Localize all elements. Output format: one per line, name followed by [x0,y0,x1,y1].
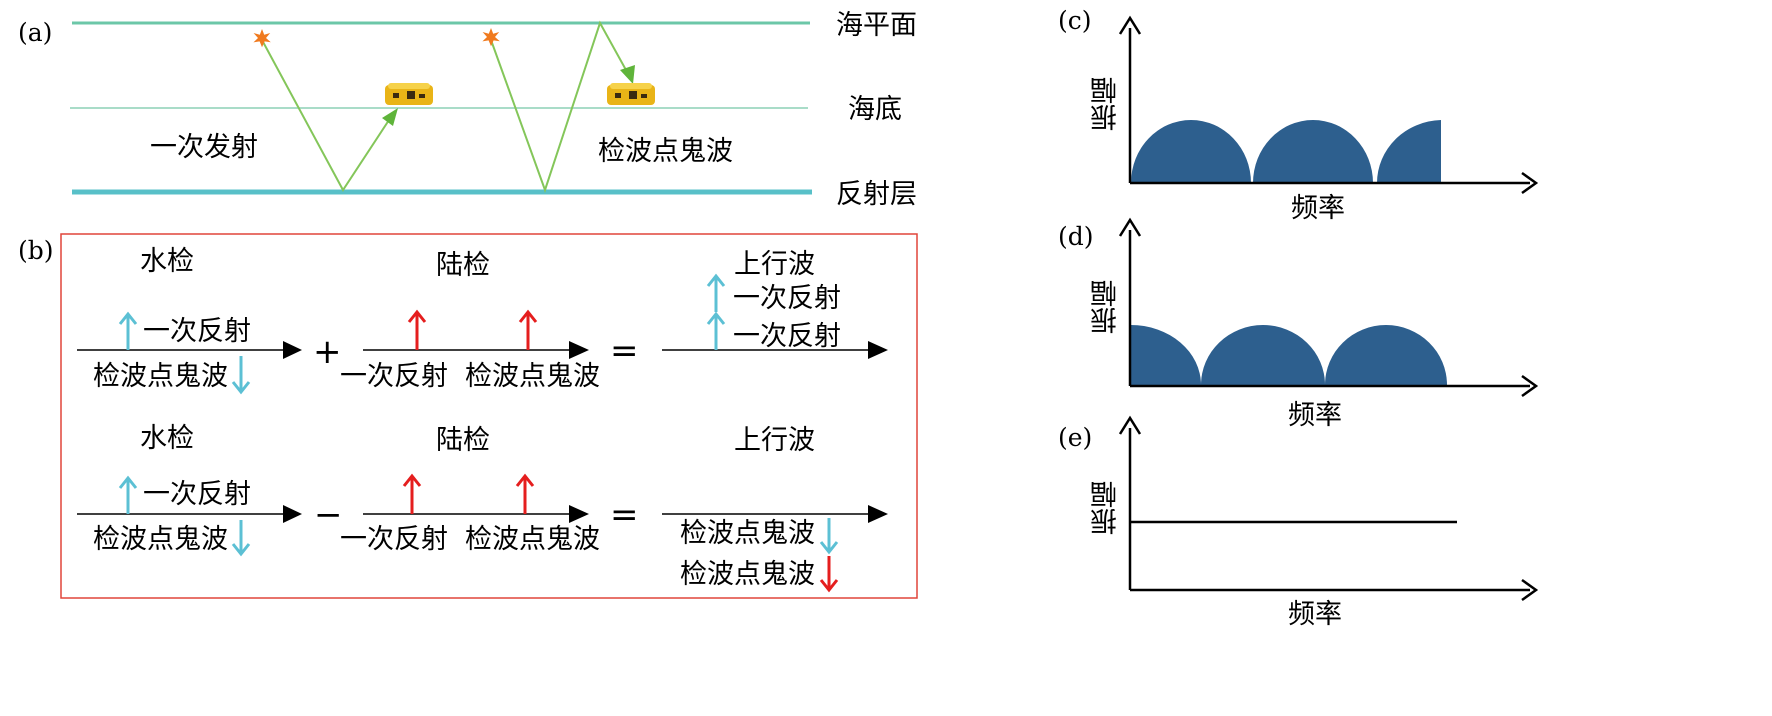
hydrophone-ghost-label-2: 检波点鬼波 [93,524,228,555]
axis-arrowhead [868,505,888,523]
spectrum-e-y-arrowhead [1118,415,1142,435]
geophone-primary-label-1: 一次反射 [340,361,448,392]
geophone-ghost-label-2: 检波点鬼波 [465,524,600,555]
result-ghost-label-2a: 检波点鬼波 [680,518,815,549]
spectrum-d-ylabel: 振幅 [1091,280,1122,334]
ghost-ray-path [490,20,627,194]
primary-ray-path [261,39,390,192]
spectrum-c-y-arrowhead [1118,15,1142,35]
spectrum-e-xlabel: 频率 [1288,599,1342,630]
panel-label-b: (b) [18,236,54,265]
sea-surface-label: 海平面 [836,10,917,41]
hydrophone-primary-label-1: 一次反射 [143,316,251,347]
panel-label-a: (a) [18,18,53,47]
spectrum-c-xlabel: 频率 [1291,193,1345,224]
panel-label-e: (e) [1058,423,1093,452]
hydrophone-ghost-label-1: 检波点鬼波 [93,361,228,392]
upgoing-arrow-icon [706,311,726,350]
upgoing-arrow-icon [407,309,427,350]
upgoing-arrow-icon [118,475,138,514]
spectrum-d-xlabel: 频率 [1288,400,1342,431]
spectrum-e-x-arrowhead [1521,578,1539,602]
reflector-label: 反射层 [836,179,917,210]
primary-ray-arrowhead [382,108,398,126]
minus-operator: − [314,495,343,535]
geophone-title-1: 陆检 [436,250,490,281]
equals-operator-1: = [610,331,639,371]
spectrum-e-ylabel: 振幅 [1091,481,1122,535]
spectrum-d-fill [1131,325,1447,385]
upgoing-arrow-icon [518,309,538,350]
geophone-title-2: 陆检 [436,425,490,456]
axis-arrowhead [283,505,302,523]
axis-arrowhead [569,505,589,523]
upgoing-title-2: 上行波 [734,425,815,456]
receiver-node-icon [385,83,433,105]
hydrophone-primary-label-2: 一次反射 [143,479,251,510]
geophone-primary-label-2: 一次反射 [340,524,448,555]
plus-operator: + [313,332,342,372]
seabed-label: 海底 [848,94,902,125]
result-primary-label-1b: 一次反射 [733,321,841,352]
axis-arrowhead [569,341,589,359]
axis-arrowhead [283,341,302,359]
upgoing-title-1: 上行波 [734,249,815,280]
spectrum-d-y-arrowhead [1118,217,1142,237]
upgoing-arrow-icon [515,473,535,514]
spectrum-c-fill [1131,120,1441,183]
panel-b-frame [60,233,918,599]
receiver-ghost-label: 检波点鬼波 [598,136,733,167]
ghost-ray-arrowhead [620,65,635,84]
result-primary-label-1a: 一次反射 [733,283,841,314]
spectrum-d-x-arrowhead [1521,374,1539,398]
downgoing-arrow-icon [819,556,839,593]
spectrum-c-ylabel: 振幅 [1091,77,1122,131]
primary-reflection-label: 一次发射 [150,132,258,163]
spectrum-c-x-arrowhead [1521,171,1539,195]
equals-operator-2: = [610,495,639,535]
upgoing-arrow-icon [706,273,726,312]
source-burst-icon [253,29,271,48]
geophone-ghost-label-1: 检波点鬼波 [465,361,600,392]
source-burst-icon [482,28,500,47]
hydrophone-title-1: 水检 [140,246,194,277]
panel-label-d: (d) [1058,222,1094,251]
hydrophone-title-2: 水检 [140,423,194,454]
upgoing-arrow-icon [402,473,422,514]
result-ghost-label-2b: 检波点鬼波 [680,559,815,590]
panel-label-c: (c) [1058,6,1092,35]
receiver-node-icon [607,83,655,105]
downgoing-arrow-icon [231,520,251,557]
downgoing-arrow-icon [231,356,251,395]
downgoing-arrow-icon [819,518,839,555]
axis-arrowhead [868,341,888,359]
upgoing-arrow-icon [118,311,138,350]
